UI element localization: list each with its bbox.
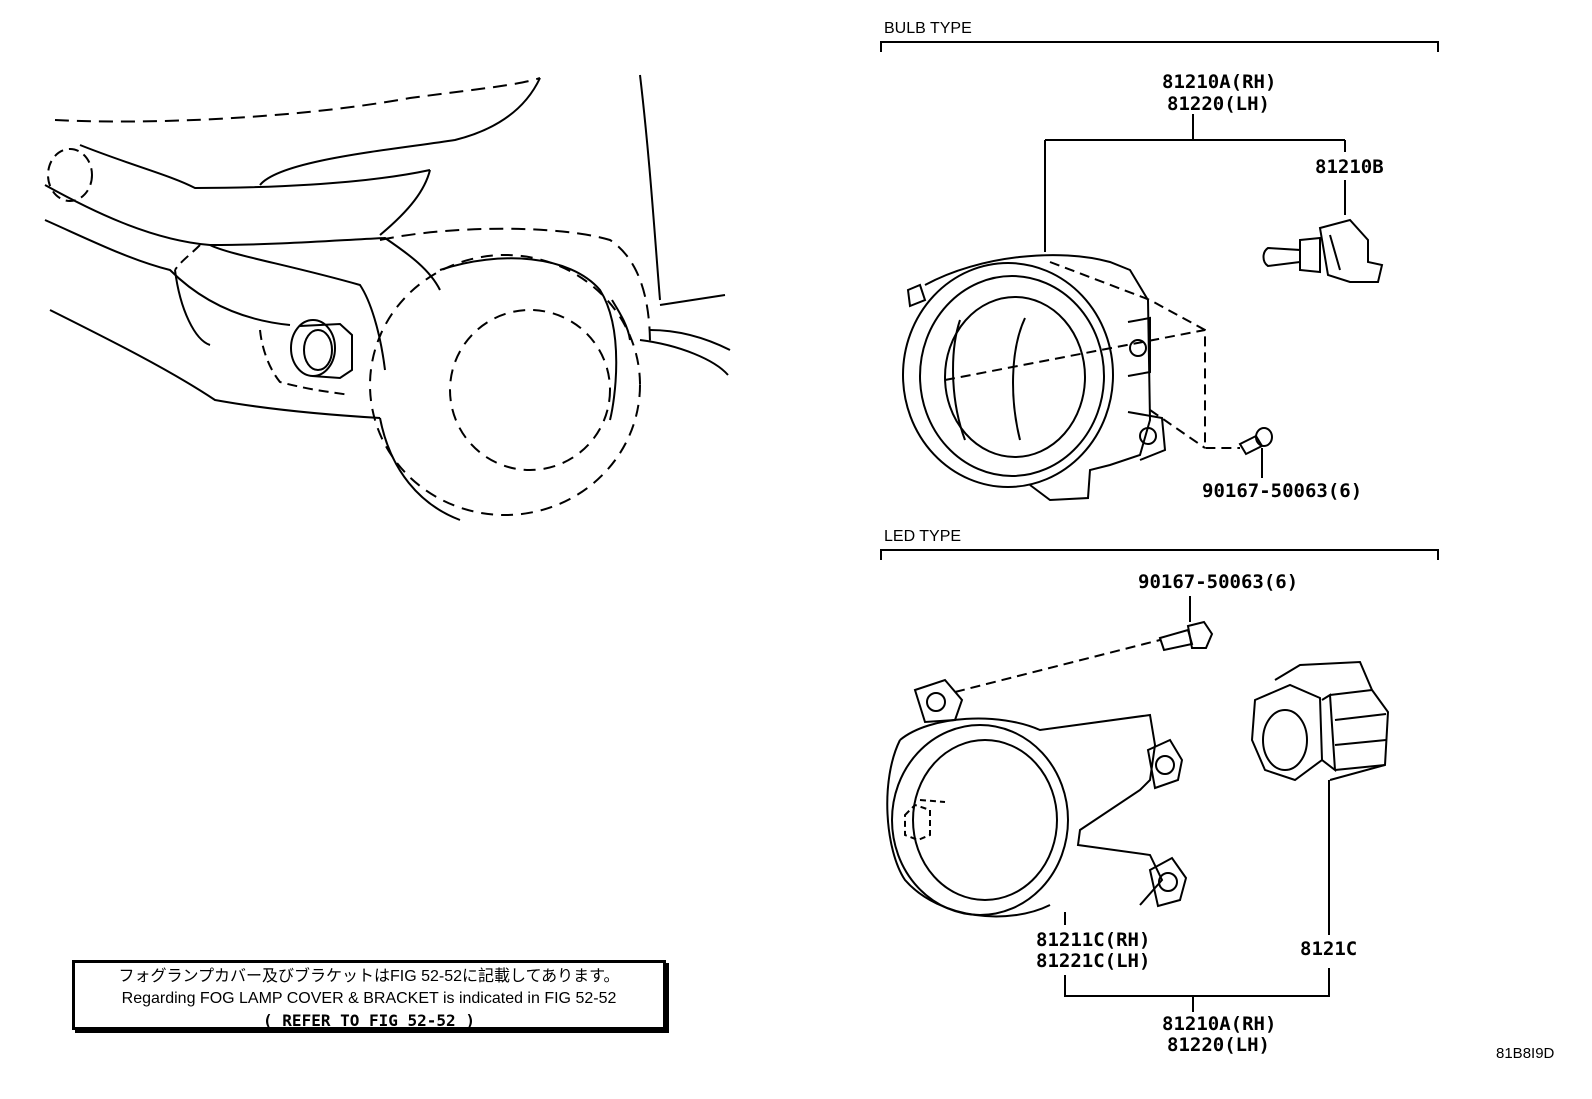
led-type-bracket: [880, 549, 1439, 560]
halogen-bulb-icon: [1262, 218, 1384, 283]
bulb-type-screw-icon: [1238, 427, 1273, 456]
bulb-leader-lines: [1044, 114, 1346, 478]
bulb-screw-label: 90167-50063(6): [1202, 480, 1362, 502]
led-assy-lh-label: 81220(LH): [1167, 1034, 1270, 1056]
bulb-lamp-lh-label: 81220(LH): [1167, 93, 1270, 115]
bulb-lamp-rh-label: 81210A(RH): [1162, 71, 1276, 93]
bulb-label: 81210B: [1315, 156, 1384, 178]
led-fog-lamp-unit: [886, 639, 1188, 918]
bulb-type-bracket: [880, 41, 1439, 52]
bulb-type-heading: BULB TYPE: [884, 20, 972, 37]
note-box: フォグランプカバー及びブラケットはFIG 52-52に記載してあります。 Reg…: [72, 960, 666, 1030]
led-type-screw-icon: [1158, 620, 1214, 652]
led-screw-label: 90167-50063(6): [1138, 571, 1298, 593]
note-english: Regarding FOG LAMP COVER & BRACKET is in…: [121, 990, 617, 1007]
bulb-fog-lamp-assembly: [902, 254, 1240, 502]
led-assy-rh-label: 81210A(RH): [1162, 1013, 1276, 1035]
led-unit-rh-label: 81211C(RH): [1036, 929, 1150, 951]
led-type-heading: LED TYPE: [884, 528, 961, 545]
led-leader-lines: [1064, 596, 1330, 1012]
led-module-icon: [1250, 660, 1390, 782]
note-refer: ( REFER TO FIG 52-52 ): [263, 1011, 475, 1030]
led-module-label: 8121C: [1300, 938, 1357, 960]
diagram-code: 81B8I9D: [1496, 1045, 1555, 1062]
led-unit-lh-label: 81221C(LH): [1036, 950, 1150, 972]
vehicle-front-illustration: [44, 74, 731, 521]
note-japanese: フォグランプカバー及びブラケットはFIG 52-52に記載してあります。: [118, 968, 620, 985]
